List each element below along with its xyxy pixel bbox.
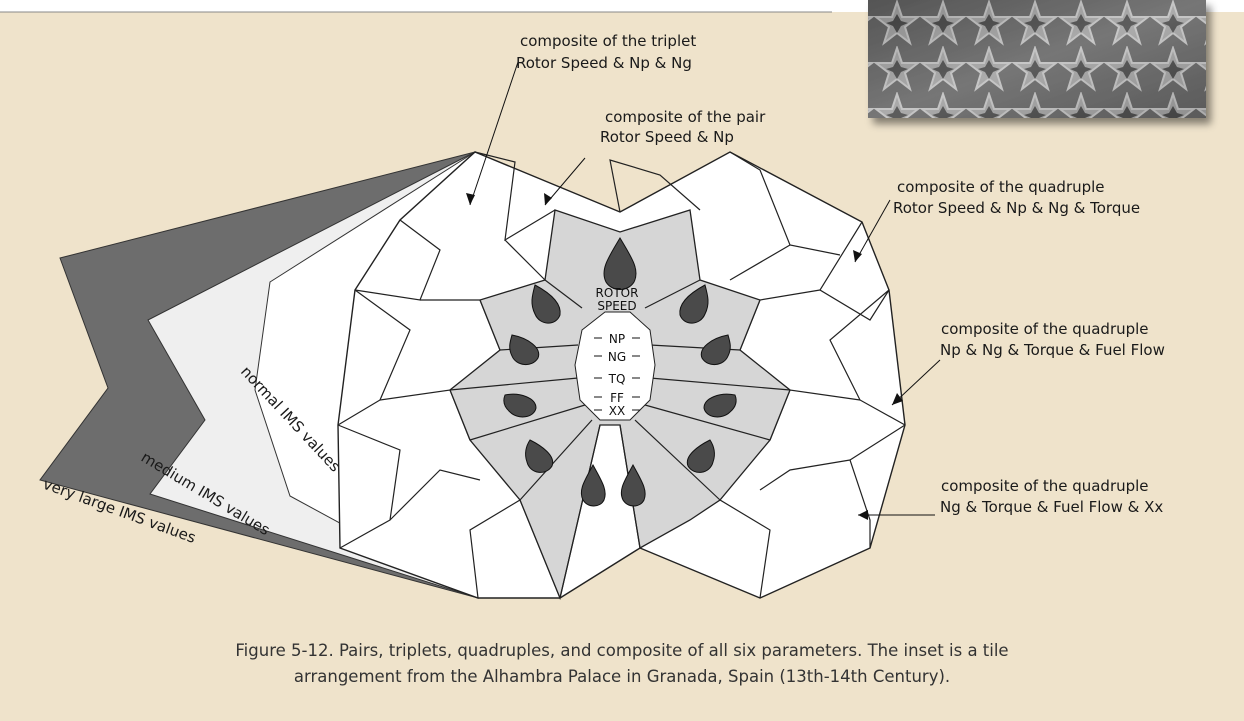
param-ff: FF	[610, 391, 624, 405]
param-np: NP	[609, 332, 625, 346]
rotor-label-line1: ROTOR	[596, 286, 639, 300]
triplet-label-line2: Rotor Speed & Np & Ng	[516, 54, 692, 72]
pair-label-line1: composite of the pair	[605, 108, 766, 126]
quad3-label-line2: Ng & Torque & Fuel Flow & Xx	[940, 498, 1163, 516]
quad1-label-line2: Rotor Speed & Np & Ng & Torque	[893, 199, 1140, 217]
rotor-label-line2: SPEED	[597, 299, 636, 313]
param-ng: NG	[608, 350, 626, 364]
top-strip	[0, 0, 832, 12]
param-xx: XX	[609, 404, 625, 418]
param-tq: TQ	[608, 372, 626, 386]
caption-line1: Figure 5-12. Pairs, triplets, quadruples…	[235, 641, 1008, 660]
quad3-label-line1: composite of the quadruple	[941, 477, 1149, 495]
quad1-label-line1: composite of the quadruple	[897, 178, 1105, 196]
pair-label-line2: Rotor Speed & Np	[600, 128, 734, 146]
caption-line2: arrangement from the Alhambra Palace in …	[294, 667, 950, 686]
quad2-label-line1: composite of the quadruple	[941, 320, 1149, 338]
quad2-label-line2: Np & Ng & Torque & Fuel Flow	[940, 341, 1165, 359]
triplet-label-line1: composite of the triplet	[520, 32, 696, 50]
alhambra-inset-photo	[868, 0, 1206, 118]
